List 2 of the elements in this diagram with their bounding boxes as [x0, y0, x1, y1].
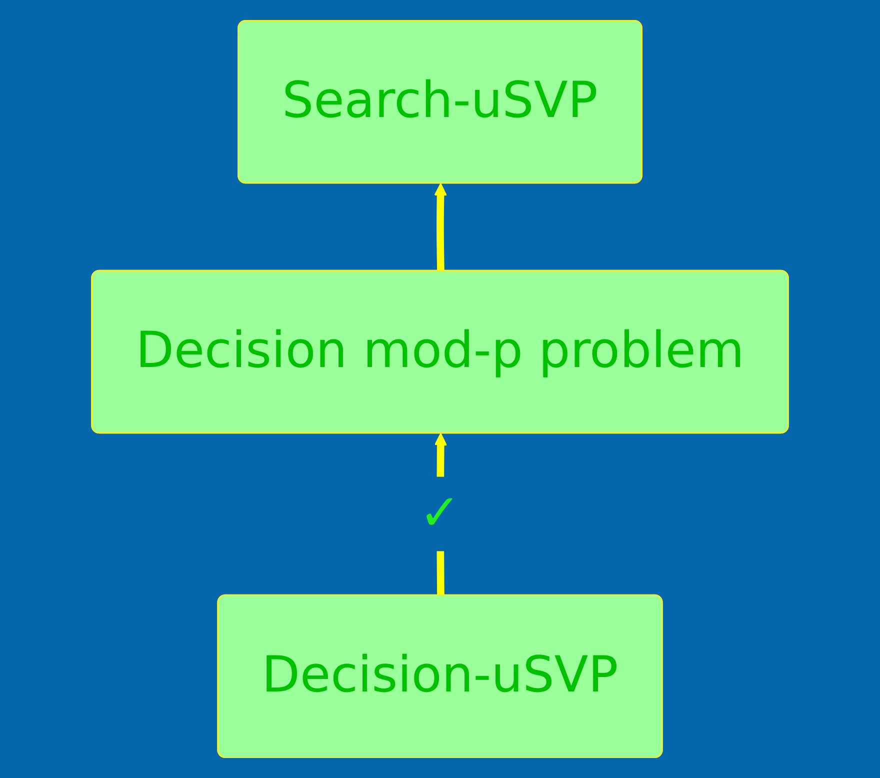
edge-label: ✓	[419, 484, 461, 542]
arrow	[434, 183, 447, 272]
